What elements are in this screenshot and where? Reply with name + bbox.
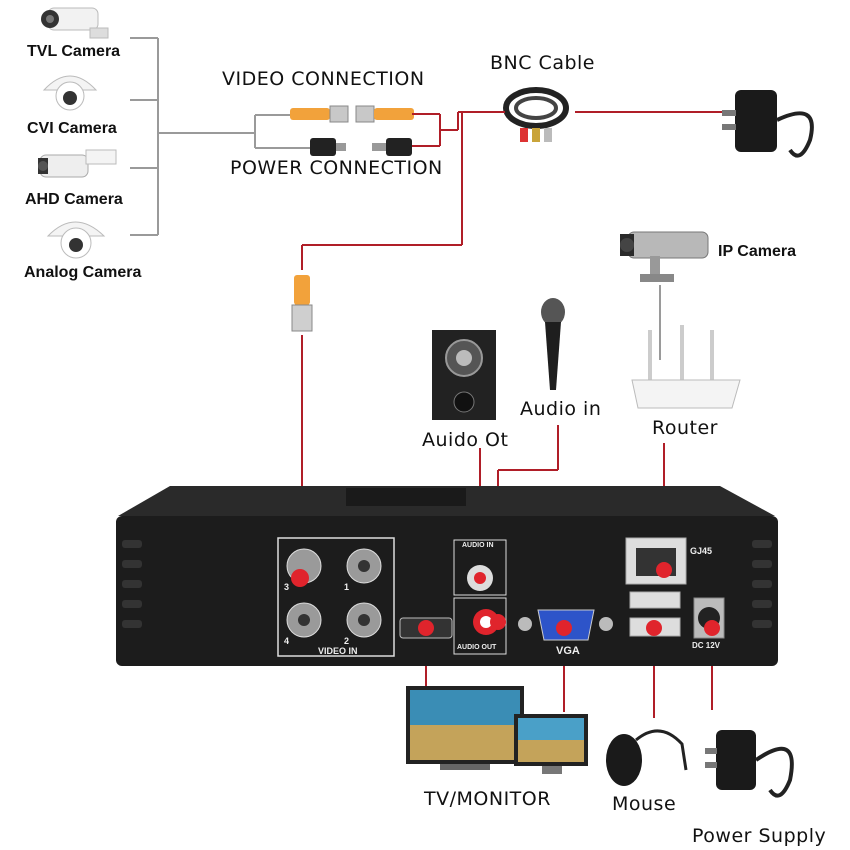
video-in-connected-dot (291, 569, 309, 587)
router-label: Router (652, 417, 718, 439)
audio-out-label: Auido Ot (422, 429, 509, 451)
tv-monitor-icon (406, 686, 588, 774)
video-connector-icon (290, 105, 414, 123)
mouse-icon (606, 729, 688, 786)
bnc-connector-icon (291, 275, 313, 332)
usb-port-1 (629, 591, 681, 609)
video-connection-label: VIDEO CONNECTION (222, 68, 425, 90)
tvl-camera-icon (41, 7, 109, 39)
video-in-port-group (277, 537, 395, 657)
ch3-label: 3 (284, 582, 290, 592)
video-in-port-label: VIDEO IN (318, 646, 358, 656)
ch1-label: 1 (344, 582, 350, 592)
power-connection-label: POWER CONNECTION (230, 157, 443, 179)
bnc-cable-label: BNC Cable (490, 52, 595, 74)
vga-port-label: VGA (556, 645, 580, 657)
dc-port-label: DC 12V (692, 641, 721, 650)
rj45-port-label: GJ45 (690, 546, 713, 556)
audio-in-port-label: AUDIO IN (462, 542, 494, 549)
ip-camera-label: IP Camera (718, 243, 796, 260)
power-supply-label: Power Supply (692, 825, 827, 847)
dvr-recorder (116, 486, 778, 666)
ch2-label: 2 (344, 636, 350, 646)
ch4-label: 4 (284, 636, 290, 646)
audio-out-port-group (453, 597, 507, 655)
bnc-cable-icon (503, 87, 569, 142)
analog-camera-icon (46, 221, 106, 259)
ahd-camera-icon (38, 149, 117, 178)
power-adapter-bottom-icon (705, 730, 794, 798)
cvi-camera-label: CVI Camera (27, 120, 117, 137)
ip-camera-icon (620, 231, 709, 282)
ahd-camera-label: AHD Camera (25, 191, 123, 208)
power-connector-icon (310, 138, 412, 156)
mouse-label: Mouse (612, 793, 677, 815)
tv-monitor-label: TV/MONITOR (424, 788, 551, 810)
router-icon (631, 325, 741, 409)
camera-bracket-lines (130, 37, 310, 236)
speaker-icon (432, 330, 496, 420)
audio-out-port-label: AUDIO OUT (457, 644, 497, 651)
audio-in-port-group (453, 539, 507, 596)
cvi-camera-icon (42, 75, 98, 111)
tvl-camera-label: TVL Camera (27, 43, 121, 60)
audio-in-label: Audio in (520, 398, 602, 420)
analog-camera-label: Analog Camera (24, 264, 142, 281)
power-adapter-top-icon (722, 90, 814, 158)
microphone-icon (541, 298, 565, 390)
